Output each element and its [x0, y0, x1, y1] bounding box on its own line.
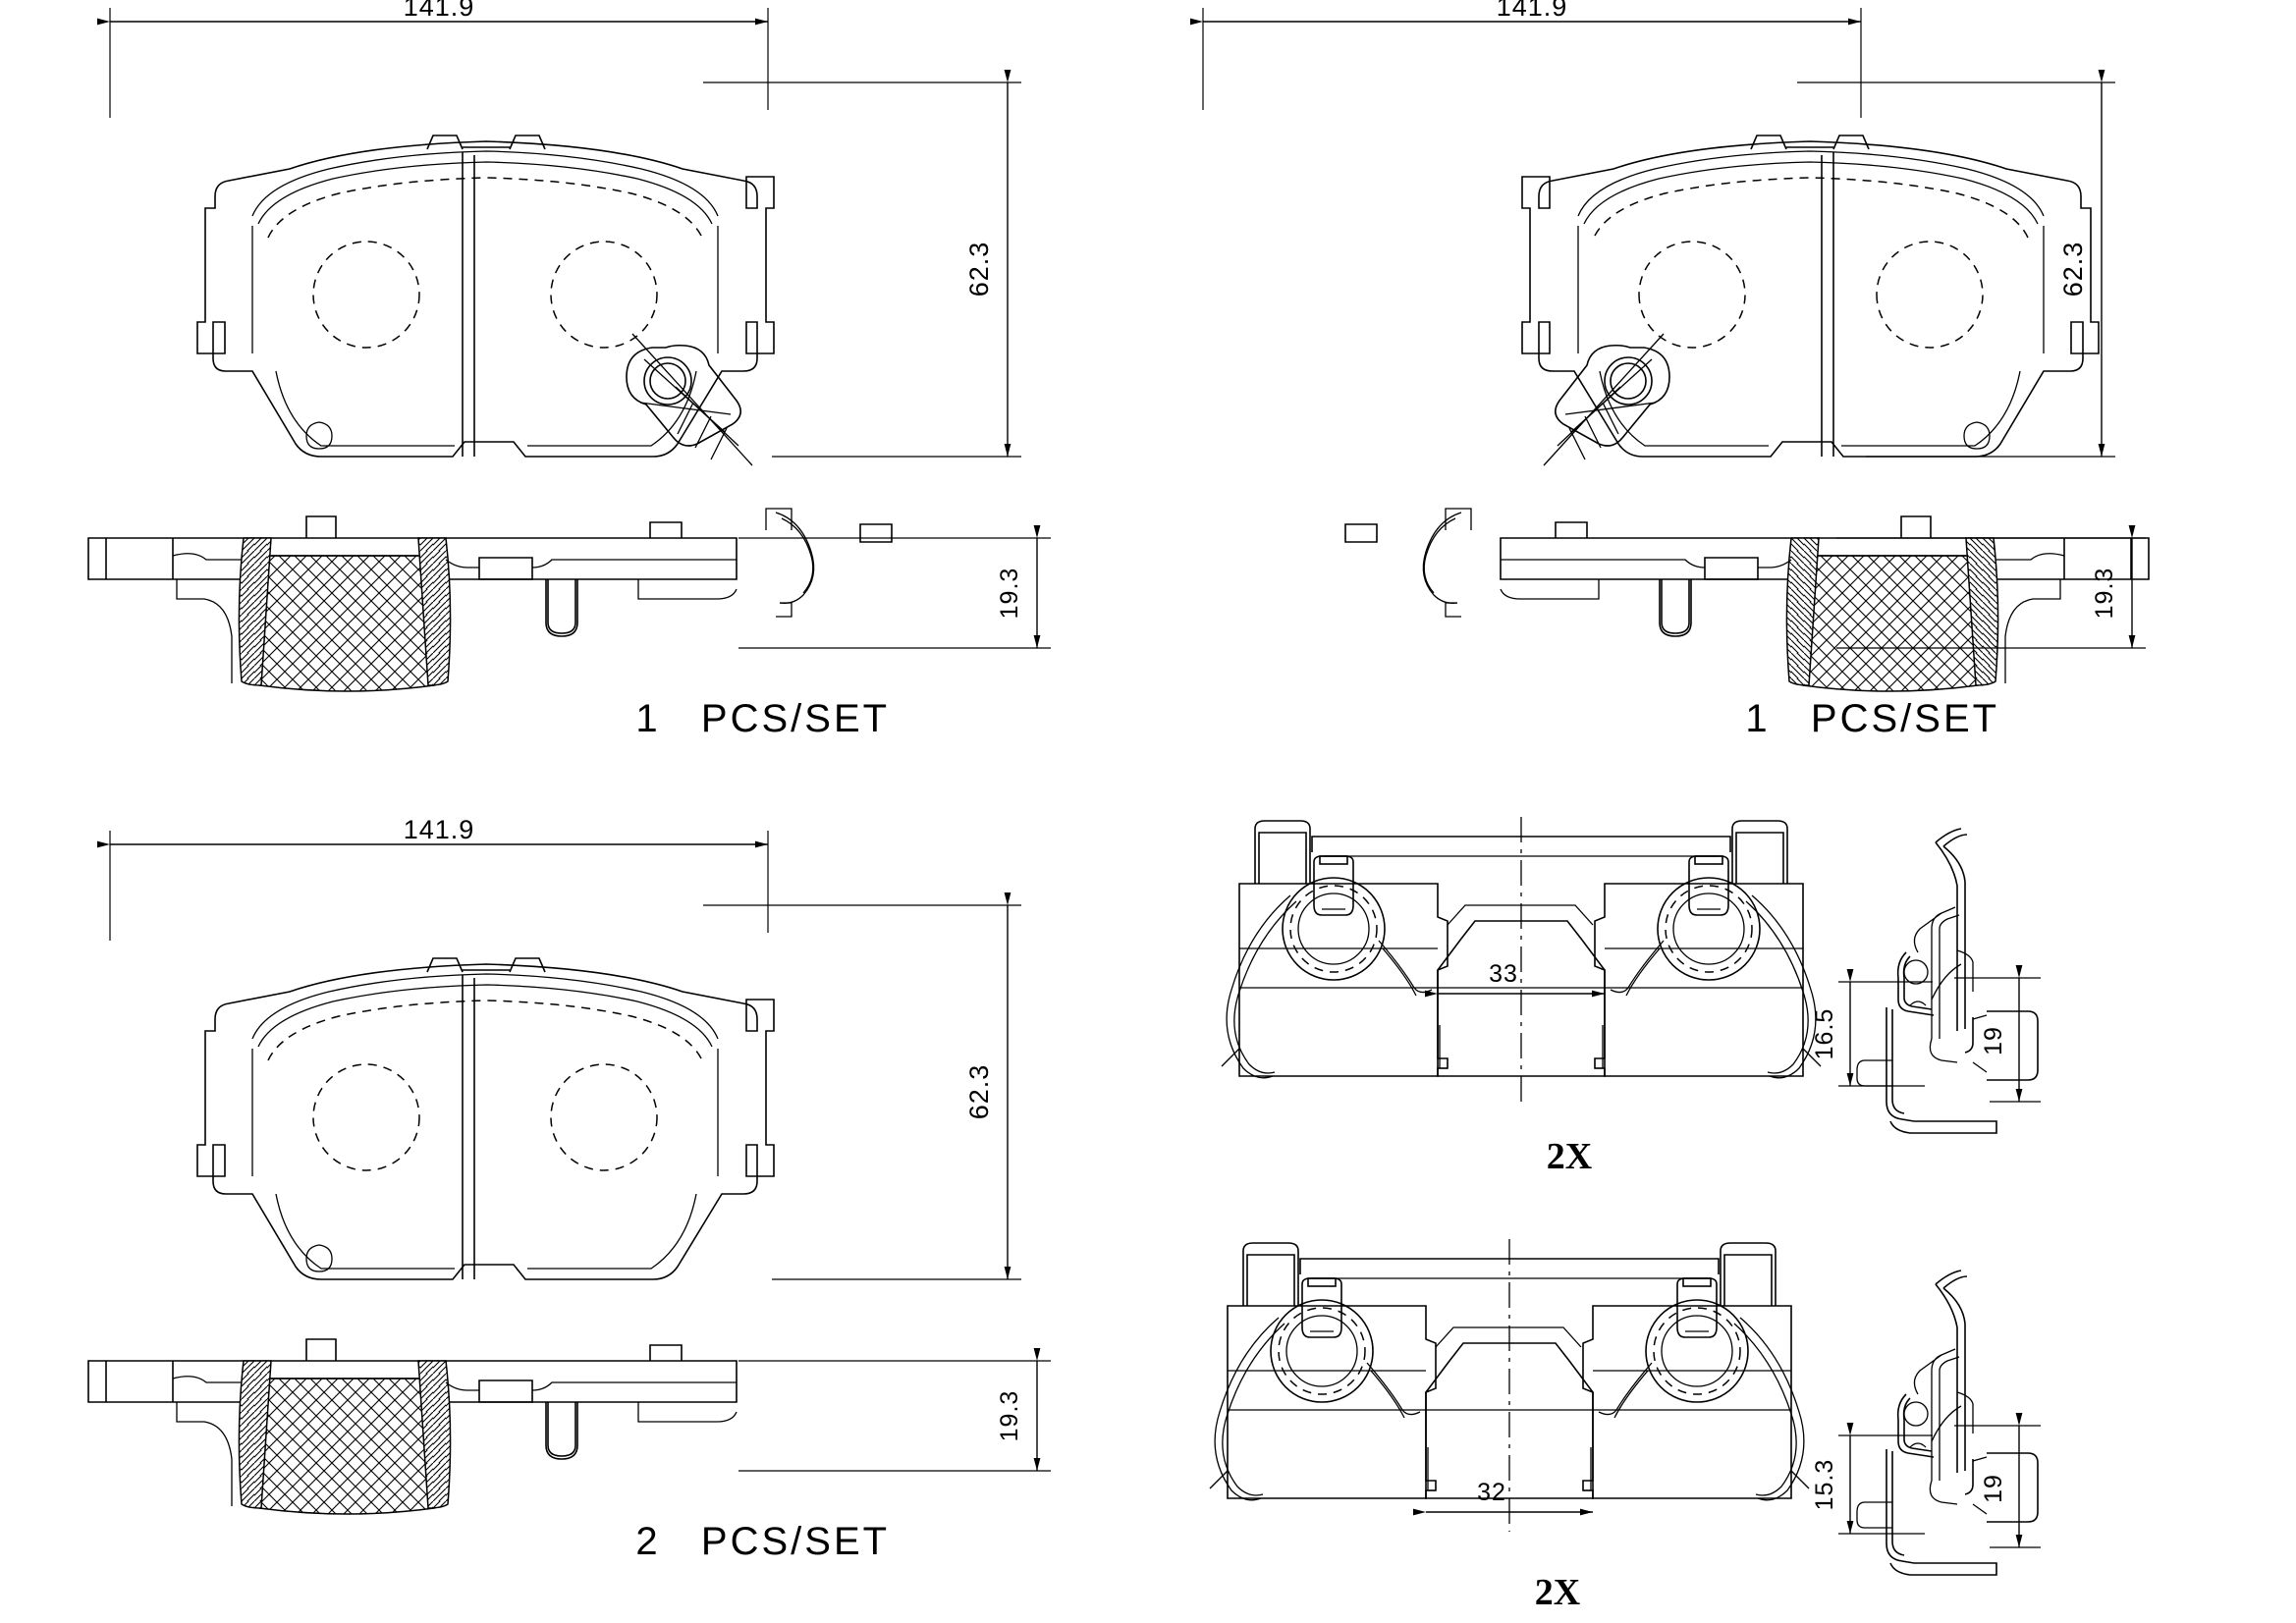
- view-section-bottom-left: 19.3 2 PCS/SET: [87, 1338, 1051, 1563]
- dim-value-width: 141.9: [404, 0, 475, 22]
- dim-span-clip-lower: 32: [1413, 1479, 1593, 1516]
- dim-value-clip-lower-left: 15.3: [1811, 1459, 1838, 1511]
- dim-width-top-right: 141.9: [1190, 0, 1862, 118]
- dim-thickness-bottom-left: 19.3: [738, 1348, 1051, 1472]
- dim-height-top-right: 62.3: [1797, 70, 2115, 458]
- dim-clip-lower-right: 19: [1954, 1413, 2041, 1548]
- dim-value-clip-upper-span: 33: [1489, 960, 1518, 988]
- dim-value-height: 62.3: [964, 242, 994, 298]
- qty-value-clip-lower: 2X: [1535, 1572, 1580, 1613]
- view-section-top-right: 19.3 1 PCS/SET: [1344, 508, 2150, 740]
- qty-unit-top-right: PCS/SET: [1811, 697, 1999, 740]
- dim-thickness-top-left: 19.3: [738, 525, 1051, 649]
- qty-value-bottom-left: 2: [635, 1520, 660, 1563]
- dim-width-top-left: 141.9: [97, 0, 769, 118]
- dim-value-clip-lower-span: 32: [1477, 1479, 1506, 1506]
- qty-value-top-left: 1: [635, 697, 660, 740]
- view-pad-top-right: 141.9 62.3: [1190, 0, 2115, 466]
- dim-value-thickness: 19.3: [996, 568, 1023, 620]
- dim-value-width-3: 141.9: [404, 815, 475, 844]
- view-clip-upper: 33: [1221, 817, 1822, 1102]
- dim-value-width-2: 141.9: [1497, 0, 1568, 22]
- dim-value-height-3: 62.3: [964, 1064, 994, 1120]
- dim-thickness-top-right: 19.3: [1836, 525, 2146, 649]
- dim-value-thickness-3: 19.3: [996, 1390, 1023, 1442]
- view-pad-top-left: 141.9 62.3: [97, 0, 1021, 466]
- dim-height-top-left: 62.3: [703, 70, 1021, 458]
- dim-value-clip-upper-right: 19: [1980, 1026, 2007, 1055]
- view-clip-lower-profile: 15.3 19 2X: [1535, 1270, 2041, 1613]
- dim-clip-upper-right: 19: [1954, 965, 2041, 1103]
- view-section-top-left: 19.3 1 PCS/SET: [87, 508, 1051, 740]
- qty-unit-top-left: PCS/SET: [701, 697, 890, 740]
- dim-value-height-2: 62.3: [2058, 242, 2088, 298]
- qty-unit-bottom-left: PCS/SET: [701, 1520, 890, 1563]
- view-pad-bottom-left: 141.9 62.3: [97, 815, 1021, 1280]
- view-clip-lower: 32: [1209, 1239, 1810, 1532]
- view-clip-upper-profile: 16.5 19 2X: [1547, 828, 2041, 1177]
- dim-value-clip-lower-right: 19: [1980, 1474, 2007, 1503]
- dim-width-bottom-left: 141.9: [97, 815, 769, 941]
- qty-value-top-right: 1: [1745, 697, 1770, 740]
- qty-value-clip-upper: 2X: [1547, 1136, 1592, 1177]
- dim-value-thickness-2: 19.3: [2091, 568, 2118, 620]
- dim-clip-upper-left: 16.5: [1811, 969, 1933, 1087]
- dim-span-clip-upper: 33: [1425, 960, 1605, 998]
- dim-value-clip-upper-left: 16.5: [1811, 1008, 1838, 1060]
- dim-clip-lower-left: 15.3: [1811, 1423, 1933, 1535]
- dim-height-bottom-left: 62.3: [703, 893, 1021, 1280]
